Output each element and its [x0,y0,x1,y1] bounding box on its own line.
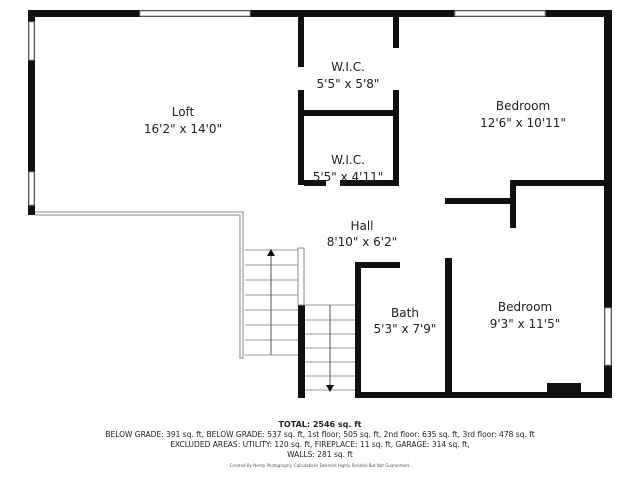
walls-area: WALLS: 281 sq. ft [287,450,353,459]
svg-text:12'6" x 10'11": 12'6" x 10'11" [480,116,566,130]
svg-text:W.I.C.: W.I.C. [331,153,365,167]
svg-text:9'3" x 11'5": 9'3" x 11'5" [490,317,561,331]
svg-text:Bedroom: Bedroom [498,300,552,314]
excluded-areas: EXCLUDED AREAS: UTILITY: 120 sq. ft, FIR… [170,440,470,449]
svg-text:W.I.C.: W.I.C. [331,60,365,74]
svg-text:5'3" x 7'9": 5'3" x 7'9" [374,322,437,336]
stairs [245,249,355,392]
railing [35,211,305,359]
svg-text:8'10" x 6'2": 8'10" x 6'2" [327,235,398,249]
walls [28,10,612,398]
svg-text:5'5" x 4'11": 5'5" x 4'11" [313,170,384,184]
floor-areas: BELOW GRADE: 391 sq. ft, BELOW GRADE: 53… [105,430,535,439]
svg-text:Loft: Loft [172,105,195,119]
windows [28,10,612,366]
room-bedroom-2: Bedroom 9'3" x 11'5" [490,300,561,331]
total-area: TOTAL: 2546 sq. ft [278,420,362,429]
room-loft: Loft 16'2" x 14'0" [144,105,222,136]
svg-text:16'2" x 14'0": 16'2" x 14'0" [144,122,222,136]
svg-text:5'5" x 5'8": 5'5" x 5'8" [317,77,380,91]
room-bath: Bath 5'3" x 7'9" [374,306,437,336]
svg-text:Bath: Bath [391,306,419,320]
svg-text:Bedroom: Bedroom [496,99,550,113]
credit: Created By Nerdy Photography. Calculatio… [229,463,411,468]
room-hall: Hall 8'10" x 6'2" [327,219,398,249]
room-wic-2: W.I.C. 5'5" x 4'11" [313,153,384,184]
room-bedroom-1: Bedroom 12'6" x 10'11" [480,99,566,130]
svg-text:Hall: Hall [350,219,373,233]
room-wic-1: W.I.C. 5'5" x 5'8" [317,60,380,91]
